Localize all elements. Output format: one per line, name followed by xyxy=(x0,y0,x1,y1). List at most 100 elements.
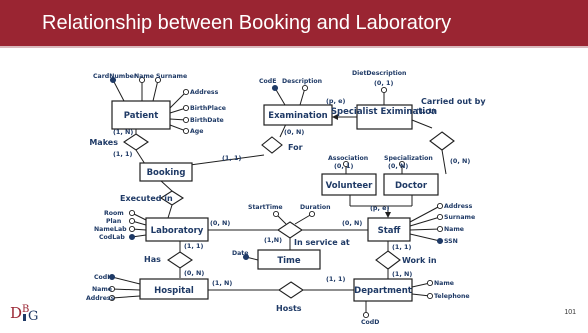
svg-text:(0, N): (0, N) xyxy=(284,128,304,136)
relationship-in-service-at: In service at xyxy=(277,221,350,247)
attribute-markers xyxy=(108,76,444,319)
svg-text:BirthDate: BirthDate xyxy=(190,117,224,124)
entity-department: Department xyxy=(353,278,413,302)
svg-text:Name: Name xyxy=(444,226,464,233)
entity-examination: Examination xyxy=(263,104,333,126)
svg-text:Telephone: Telephone xyxy=(434,293,470,300)
svg-text:(p, e): (p, e) xyxy=(326,97,345,105)
svg-text:Laboratory: Laboratory xyxy=(151,226,204,236)
svg-text:Department: Department xyxy=(354,286,412,296)
entity-volunteer: Volunteer xyxy=(321,173,377,196)
dbg-logo: D B G xyxy=(8,296,48,326)
svg-text:(1, 1): (1, 1) xyxy=(184,242,203,250)
entity-time: Time xyxy=(257,249,321,270)
svg-text:Name: Name xyxy=(92,286,112,293)
entity-laboratory: Laboratory xyxy=(145,217,209,242)
title-divider xyxy=(0,46,588,48)
relationship-executed-in: Executed in xyxy=(120,190,185,206)
svg-text:Volunteer: Volunteer xyxy=(326,181,374,191)
svg-text:(1, 1): (1, 1) xyxy=(222,154,241,162)
svg-text:Specialist Eximination: Specialist Eximination xyxy=(331,107,437,117)
relationship-for: For xyxy=(261,136,303,154)
relationship-hosts: Hosts xyxy=(276,281,304,313)
cardinality-labels: (0, 1) (p, e) (1, 1) (0, N) (1, N) (1, 1… xyxy=(113,79,470,287)
svg-text:Association: Association xyxy=(328,155,368,162)
svg-text:Hospital: Hospital xyxy=(154,286,194,296)
svg-text:G: G xyxy=(28,309,38,324)
svg-text:CardNumber: CardNumber xyxy=(93,73,138,80)
svg-text:Surname: Surname xyxy=(444,214,475,221)
entity-doctor: Doctor xyxy=(383,173,439,196)
svg-text:Booking: Booking xyxy=(147,168,186,178)
svg-text:Description: Description xyxy=(282,78,322,85)
svg-text:Specialization: Specialization xyxy=(384,155,433,162)
svg-text:CodD: CodD xyxy=(361,319,379,326)
svg-text:(0, N): (0, N) xyxy=(184,269,204,277)
svg-text:Name: Name xyxy=(134,73,154,80)
svg-text:Makes: Makes xyxy=(89,138,118,147)
svg-text:BirthPlace: BirthPlace xyxy=(190,105,226,112)
attribute-labels: CardNumber Name Surname Address BirthPla… xyxy=(86,70,475,326)
svg-text:(0, N): (0, N) xyxy=(342,219,362,227)
svg-text:(1, 1): (1, 1) xyxy=(326,275,345,283)
svg-text:(1, 1): (1, 1) xyxy=(392,243,411,251)
svg-text:DietDescription: DietDescription xyxy=(352,70,406,77)
svg-text:Time: Time xyxy=(277,256,301,266)
svg-text:Hosts: Hosts xyxy=(276,304,302,313)
slide-title: Relationship between Booking and Laborat… xyxy=(42,12,452,34)
svg-text:In service at: In service at xyxy=(294,238,350,247)
svg-text:Carried out by: Carried out by xyxy=(421,97,486,106)
svg-text:D: D xyxy=(10,304,22,322)
relationship-work-in: Work in xyxy=(375,250,437,270)
svg-text:Date: Date xyxy=(232,250,248,257)
svg-text:Executed in: Executed in xyxy=(120,194,173,203)
entity-patient: Patient xyxy=(111,100,171,130)
svg-text:Address: Address xyxy=(444,203,473,210)
svg-text:(1, N): (1, N) xyxy=(212,279,232,287)
svg-text:CodLab: CodLab xyxy=(99,234,125,241)
svg-text:CodE: CodE xyxy=(259,78,276,85)
svg-text:(1, 1): (1, 1) xyxy=(113,150,132,158)
svg-text:Address: Address xyxy=(86,295,115,302)
svg-text:(0, 1): (0, 1) xyxy=(374,79,393,87)
entity-staff: Staff xyxy=(367,217,411,242)
svg-text:Work in: Work in xyxy=(402,256,437,265)
connector-lines xyxy=(135,114,447,291)
svg-text:Duration: Duration xyxy=(300,204,331,211)
page-number: 101 xyxy=(564,309,576,316)
svg-text:For: For xyxy=(288,143,303,152)
svg-text:(1,N): (1,N) xyxy=(264,236,282,244)
svg-text:StartTime: StartTime xyxy=(248,204,283,211)
svg-text:(0, N): (0, N) xyxy=(450,157,470,165)
svg-text:(1, 1): (1, 1) xyxy=(416,107,435,115)
entity-specialist-examination: Specialist Eximination xyxy=(331,104,437,130)
svg-text:Name: Name xyxy=(434,280,454,287)
svg-text:Staff: Staff xyxy=(378,226,401,236)
svg-text:Address: Address xyxy=(190,89,219,96)
svg-text:Patient: Patient xyxy=(124,111,159,121)
entity-hospital: Hospital xyxy=(139,278,209,300)
svg-text:(0, N): (0, N) xyxy=(388,162,408,170)
relationship-makes: Makes xyxy=(89,133,149,151)
svg-text:SSN: SSN xyxy=(444,238,458,245)
title-bar: Relationship between Booking and Laborat… xyxy=(0,0,588,46)
svg-text:Doctor: Doctor xyxy=(395,181,428,191)
svg-text:(p, e): (p, e) xyxy=(370,204,389,212)
svg-text:B: B xyxy=(22,304,29,315)
svg-text:Age: Age xyxy=(190,128,203,135)
svg-text:Room: Room xyxy=(104,210,124,217)
svg-text:Surname: Surname xyxy=(156,73,187,80)
entity-booking: Booking xyxy=(139,162,193,182)
svg-text:NameLab: NameLab xyxy=(94,226,127,233)
svg-text:(0, 1): (0, 1) xyxy=(334,162,353,170)
relationship-carried-out-by: Carried out by xyxy=(421,97,486,151)
svg-text:Examination: Examination xyxy=(268,111,327,121)
svg-text:(0, N): (0, N) xyxy=(210,219,230,227)
svg-text:Plan: Plan xyxy=(106,218,121,225)
svg-text:Has: Has xyxy=(144,255,161,264)
svg-text:(1, N): (1, N) xyxy=(392,270,412,278)
svg-text:(1, N): (1, N) xyxy=(113,128,133,136)
relationship-has: Has xyxy=(144,251,193,269)
svg-text:CodH: CodH xyxy=(94,274,112,281)
